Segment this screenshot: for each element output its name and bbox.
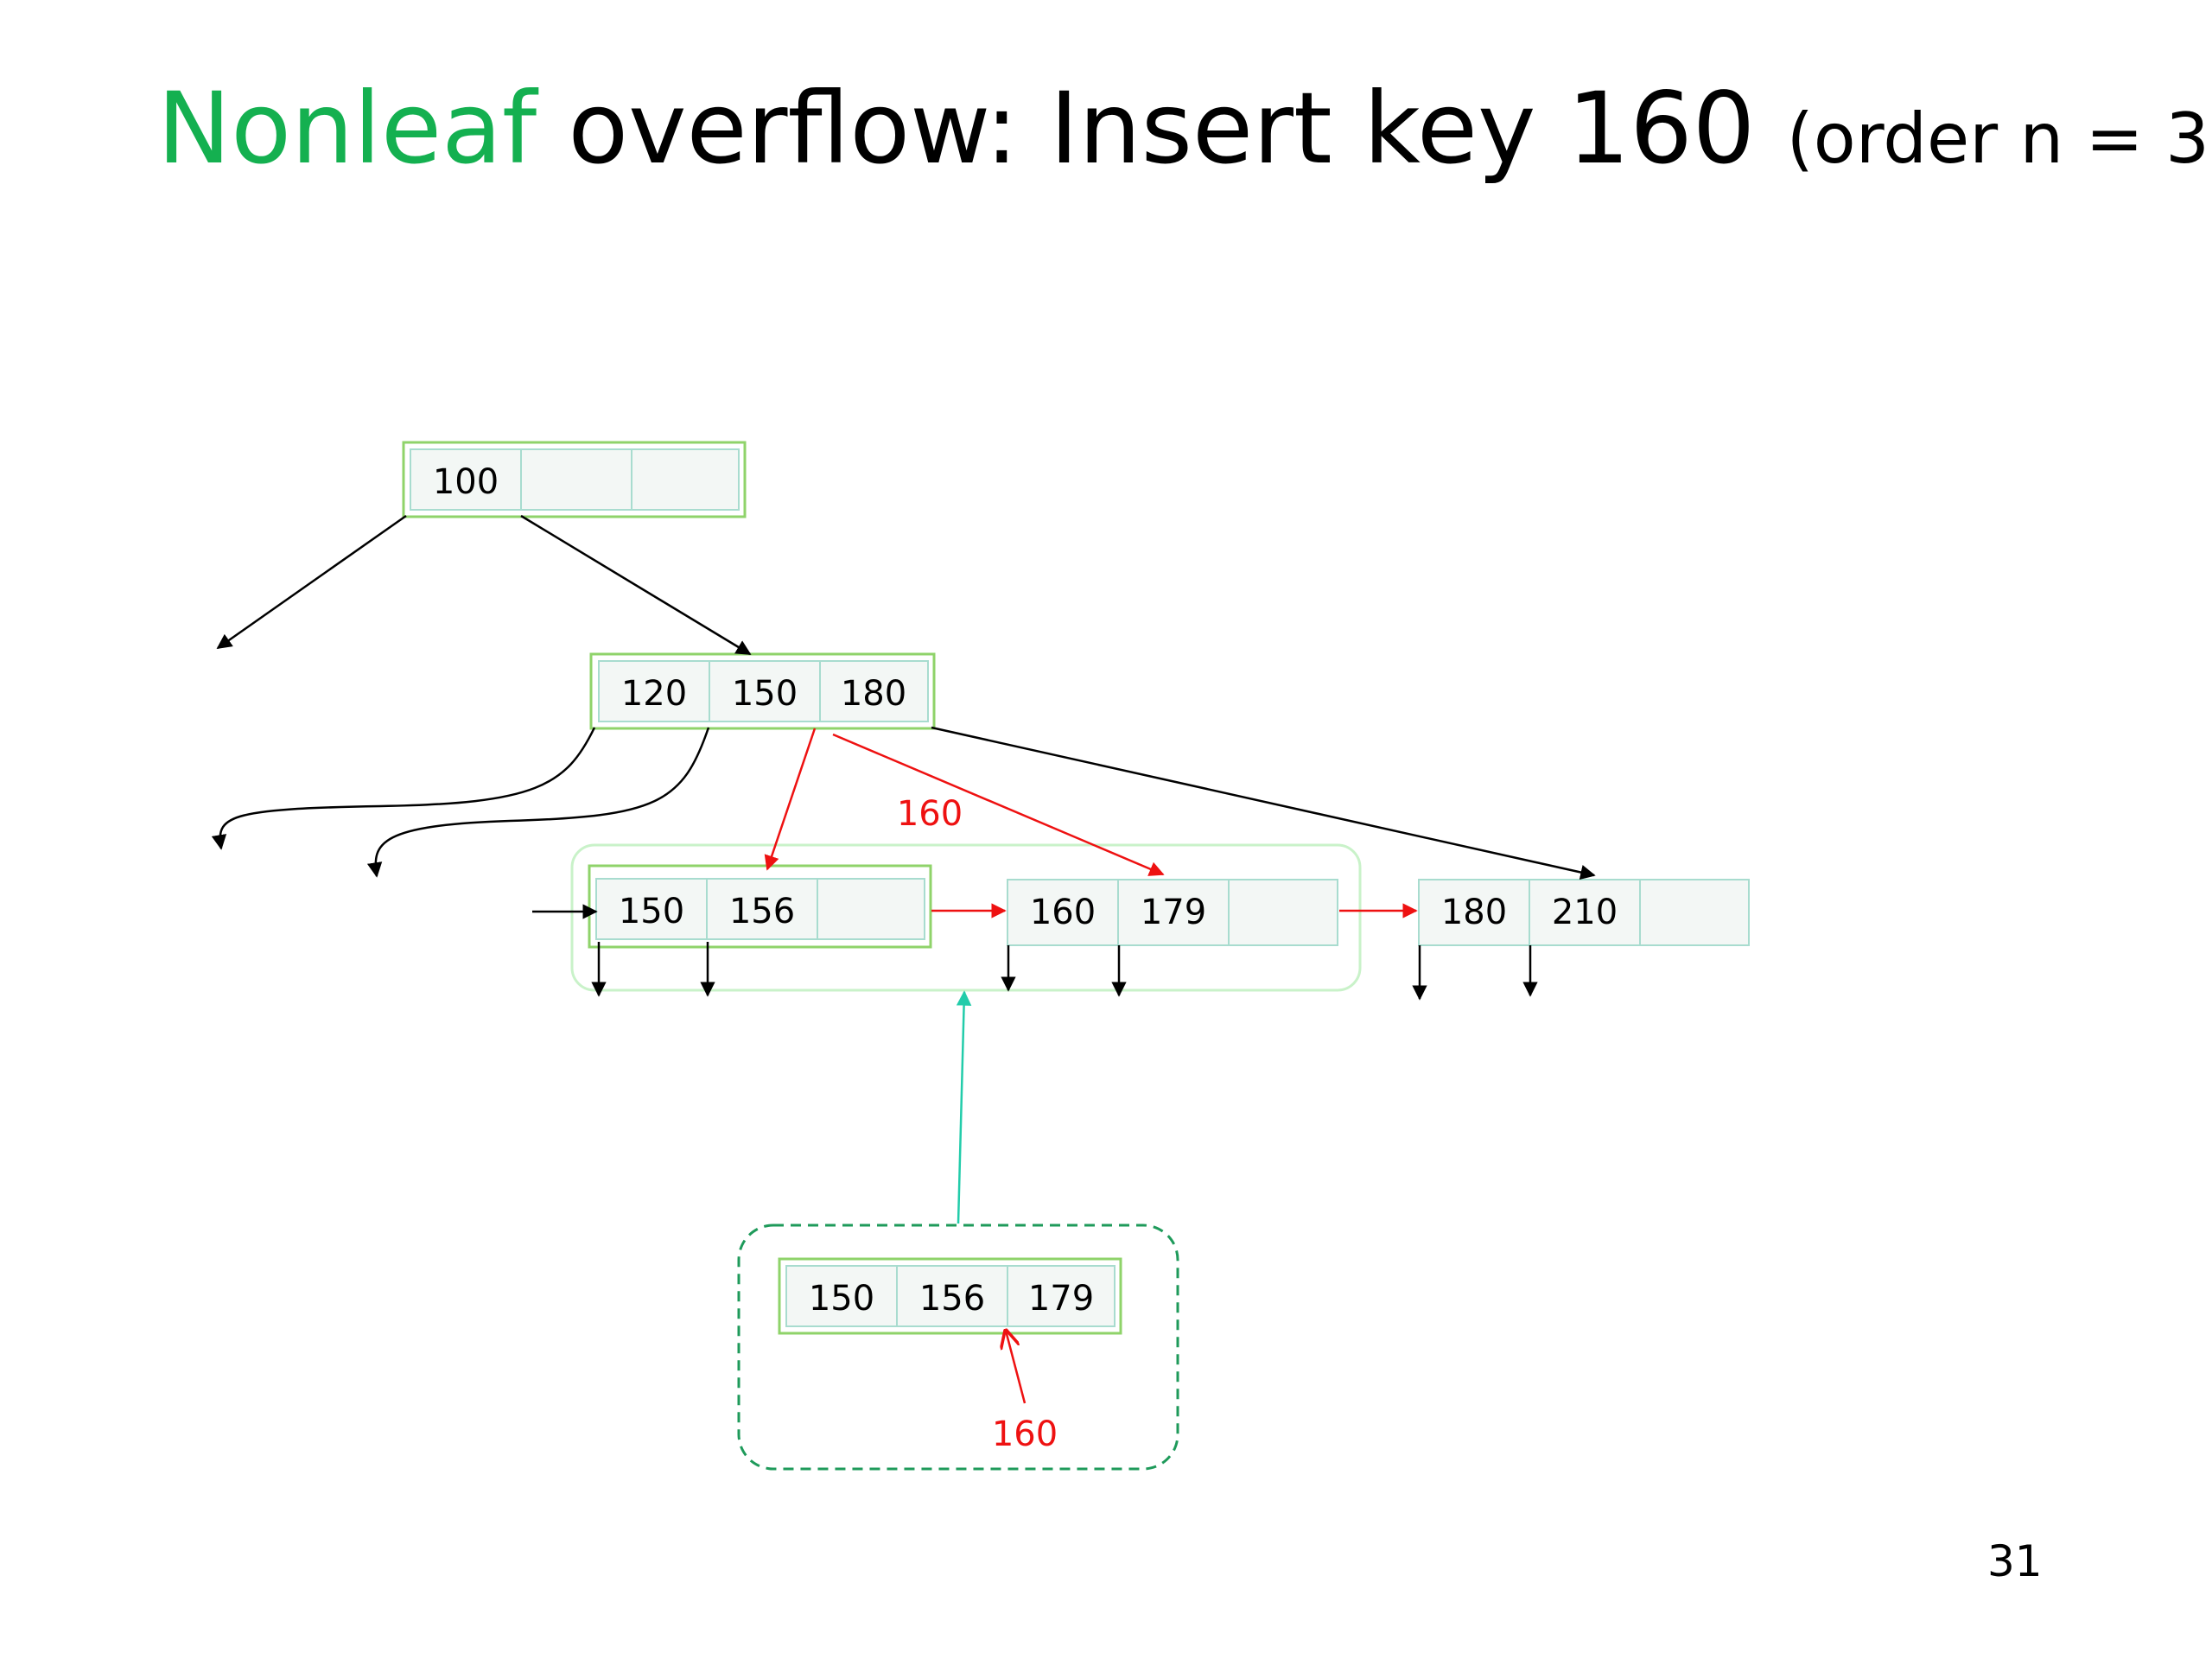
overflow-key-cell [1007, 1265, 1116, 1327]
overflow-key: 179 [1028, 1279, 1094, 1319]
leaf-key: 150 [619, 892, 684, 931]
leaf-key-cell [1529, 879, 1641, 946]
leaf-node-1: 150 156 [588, 864, 932, 949]
root-key: 100 [433, 462, 499, 502]
leaf-key: 210 [1552, 893, 1618, 932]
leaf-key-cell [1228, 879, 1338, 946]
insert-arrow [764, 728, 817, 871]
internal-key: 180 [841, 674, 906, 714]
root-key-cell [410, 448, 522, 511]
overflow-node: 150 156 179 [778, 1257, 1122, 1335]
insert-key-label: 160 [897, 794, 963, 834]
internal-key: 150 [732, 674, 798, 714]
leaf-node-2: 160 179 [1007, 879, 1338, 946]
insert-arrow [832, 733, 1165, 876]
page-number: 31 [1987, 1536, 2043, 1586]
leaf-node-3: 180 210 [1418, 879, 1750, 946]
internal-child-pointer [211, 727, 596, 850]
overflow-to-leaf-arrow [956, 990, 972, 1224]
leaf-key-cell [817, 878, 925, 940]
leaf-group-outline [570, 843, 1362, 992]
black-pointers [211, 514, 1596, 1001]
leaf-key: 156 [729, 892, 795, 931]
internal-key-cell [598, 660, 710, 722]
overflow-box [737, 1224, 1179, 1471]
internal-key-cell [709, 660, 821, 722]
root-child-pointer [520, 514, 752, 656]
overflow-key: 156 [919, 1279, 985, 1319]
title-highlight: Nonleaf [157, 71, 537, 186]
internal-key: 120 [621, 674, 687, 714]
root-key-cell [631, 448, 740, 511]
leaf-key: 180 [1441, 893, 1507, 932]
root-node: 100 [402, 441, 747, 518]
leaf-key: 160 [1030, 893, 1096, 932]
insert-position-arrow [1006, 1331, 1027, 1404]
root-key-cell [520, 448, 632, 511]
leaf-key-cell [1117, 879, 1230, 946]
insert-arrows [764, 728, 1418, 1404]
internal-node: 120 150 180 [589, 652, 936, 730]
leaf-key-cell [1418, 879, 1530, 946]
overflow-key-cell [896, 1265, 1008, 1327]
root-left-pointer [216, 514, 407, 650]
insert-key-label: 160 [992, 1414, 1058, 1454]
internal-key-cell [819, 660, 929, 722]
overflow-key: 150 [809, 1279, 874, 1319]
leaf-key-cell [706, 878, 818, 940]
leaf-key-cell [1007, 879, 1119, 946]
leaf-key-cell [1639, 879, 1750, 946]
leaf-key: 179 [1141, 893, 1206, 932]
title-subtitle: (order n = 3) [1786, 99, 2212, 179]
slide-title: Nonleaf overflow: Insert key 160 (order … [157, 79, 2212, 178]
internal-child-pointer [366, 727, 710, 878]
overflow-key-cell [785, 1265, 898, 1327]
title-main: overflow: Insert key 160 [537, 71, 1756, 186]
internal-right-pointer [931, 726, 1596, 880]
